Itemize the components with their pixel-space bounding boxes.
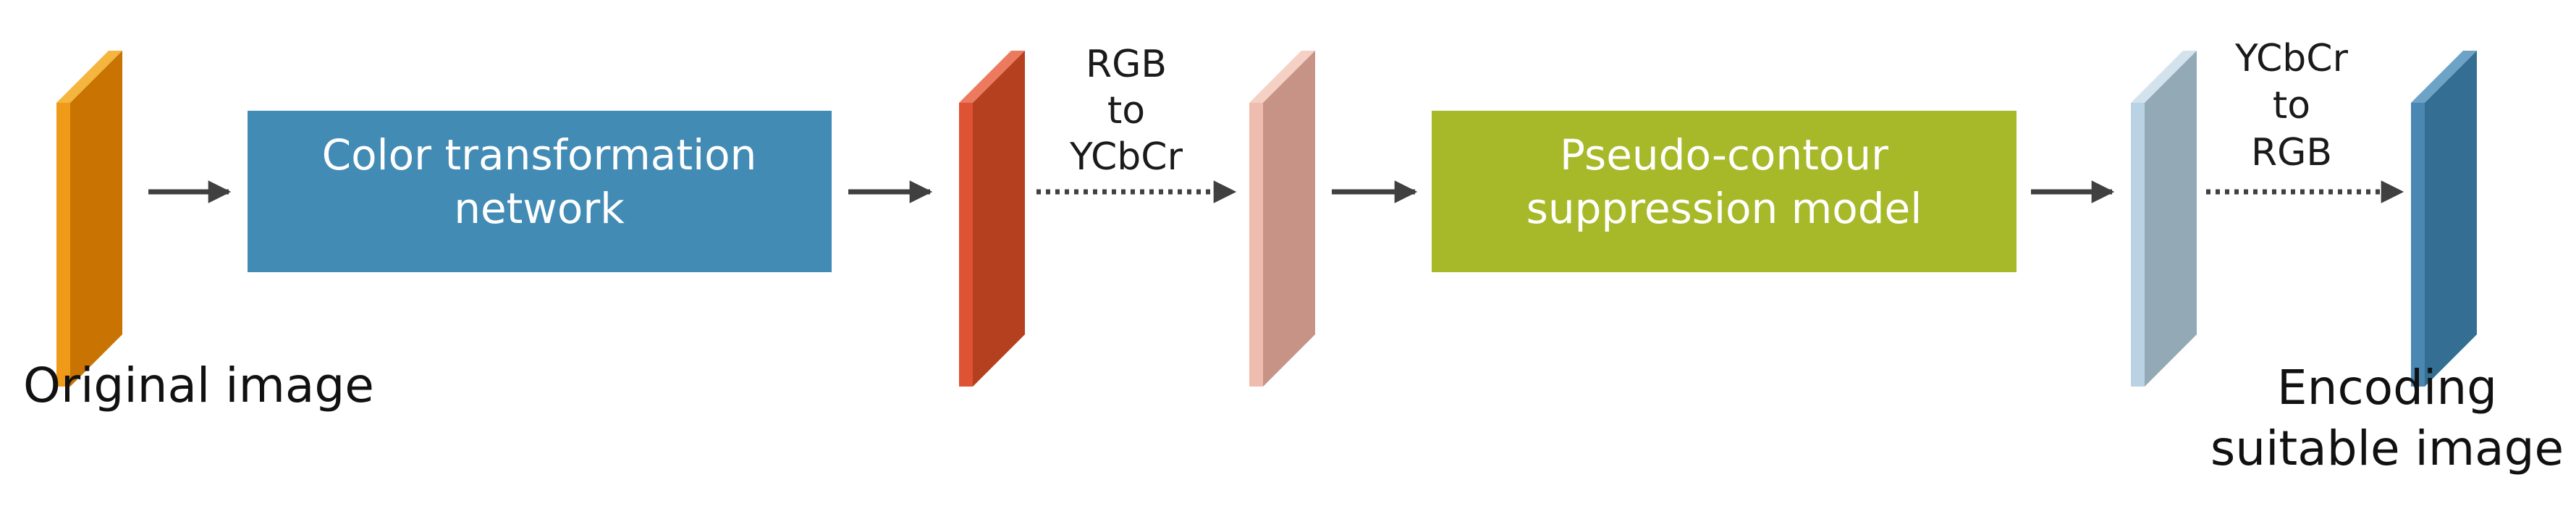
ycbcr-to-rgb-line2: to: [2273, 84, 2310, 127]
ycbcr-output-slab: [2131, 51, 2197, 387]
pseudo-contour-label-line2: suppression model: [1526, 184, 1922, 233]
rgb-to-ycbcr-line2: to: [1107, 89, 1145, 132]
rgb-to-ycbcr-label: RGB to YCbCr: [1069, 43, 1183, 179]
encoded-image-slab: [2411, 51, 2477, 387]
pseudo-contour-block: Pseudo-contour suppression model: [1432, 111, 2017, 272]
rgb-to-ycbcr-line1: RGB: [1086, 43, 1167, 86]
rgb-output-slab: [959, 51, 1025, 387]
ycbcr-input-slab: [1249, 51, 1315, 387]
color-transformation-label-line1: Color transformation: [322, 130, 757, 180]
original-image-slab: [56, 51, 122, 387]
encoding-caption-line1: Encoding: [2277, 360, 2497, 416]
ycbcr-to-rgb-line1: YCbCr: [2234, 37, 2349, 80]
rgb-to-ycbcr-line3: YCbCr: [1069, 135, 1183, 179]
ycbcr-to-rgb-line3: RGB: [2251, 131, 2332, 174]
color-transformation-block: Color transformation network: [248, 111, 832, 272]
ycbcr-to-rgb-label: YCbCr to RGB: [2234, 37, 2349, 174]
encoding-caption-line2: suitable image: [2210, 421, 2564, 476]
pseudo-contour-label-line1: Pseudo-contour: [1560, 130, 1888, 180]
original-image-caption: Original image: [23, 358, 374, 413]
color-transformation-label-line2: network: [454, 184, 625, 233]
